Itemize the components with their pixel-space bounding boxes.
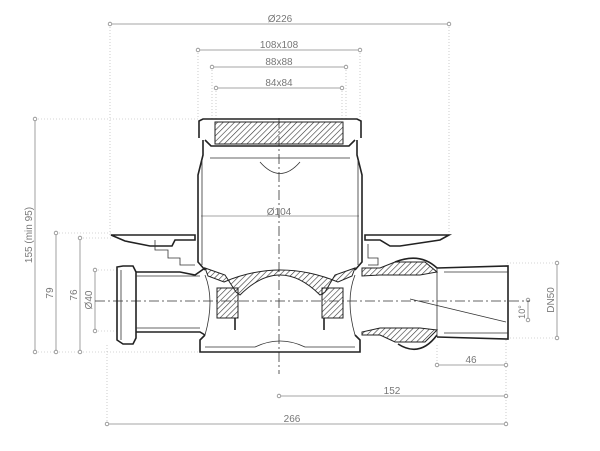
grate [214, 121, 344, 145]
label-outlet-angle: 10° [517, 305, 527, 319]
label-flange-height: 79 [45, 287, 56, 299]
grate-frame [198, 118, 362, 174]
label-grate: 84x84 [265, 78, 293, 89]
dimension-lines [32, 21, 560, 427]
inlet-pipe [116, 265, 206, 345]
label-center-to-outlet: 152 [384, 386, 401, 397]
label-overall-diameter: Ø226 [268, 14, 293, 25]
label-frame-outer: 108x108 [260, 40, 299, 51]
dimension-labels: Ø226 108x108 88x88 84x84 Ø104 155 (min 9… [24, 14, 557, 425]
label-inlet-diameter: Ø40 [84, 290, 95, 309]
label-outlet-size: DN50 [546, 287, 557, 313]
label-flange-height-inner: 76 [69, 289, 80, 301]
outlet-pipe [361, 257, 509, 351]
extension-lines [35, 24, 557, 424]
label-height: 155 (min 95) [24, 207, 35, 263]
label-body-diameter: Ø104 [267, 207, 292, 218]
label-outlet-length: 46 [465, 355, 477, 366]
label-frame-inner: 88x88 [265, 57, 293, 68]
drain-body [110, 140, 453, 353]
label-overall-length: 266 [284, 414, 301, 425]
outlet-angle-line [409, 298, 507, 323]
